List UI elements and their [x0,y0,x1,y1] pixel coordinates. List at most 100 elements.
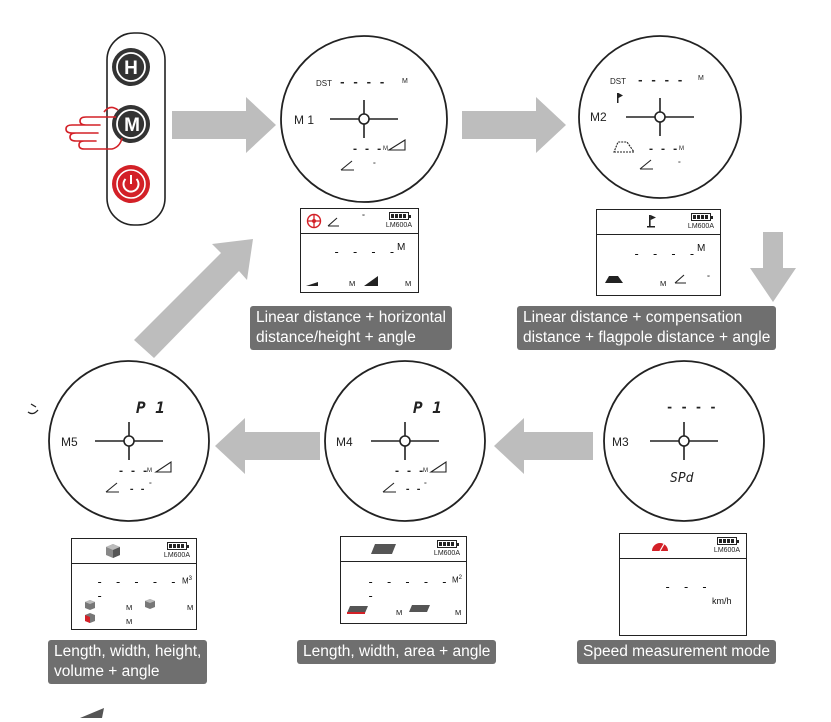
slope-icon [429,460,447,473]
mode-indicator: M5 [61,435,78,449]
arrow-right-1 [172,97,276,153]
area-icon [371,544,396,554]
length-unit: M [396,608,403,617]
m-button-label: M [124,115,140,136]
distance-readout: - - - - [333,245,398,259]
distance-unit: M [397,242,406,253]
angle-icon [327,217,339,227]
compensation-unit: M [660,279,667,288]
pin-indicator: P 1 [136,398,165,417]
caption-mode-4: Length, width, area + angle [297,640,497,664]
area-unit: M2 [452,575,463,585]
distance-unit: M [698,75,704,82]
lcd-screen-3: LM600A - - - km/h [619,533,747,636]
cube-height-icon [85,613,95,623]
h-button-label: H [124,58,138,79]
slope-icon [387,139,406,151]
angle-icon [382,482,396,493]
distance-readout: - - - - [633,247,698,261]
battery-icon [389,212,411,220]
angle-icon [639,159,653,170]
crosshair-icon [626,98,694,136]
width-icon [409,605,430,612]
speed-readout: - - - - [666,400,717,414]
angle-icon [674,274,686,284]
footer-mark [80,708,104,718]
crosshair-icon [650,422,718,460]
edge-mark [27,403,39,415]
crosshair-icon [371,422,439,460]
model-label: LM600A [385,222,412,229]
lcd-header: LM600A [72,539,196,564]
m-button[interactable]: M [112,105,150,143]
caption-line: distance/height + angle [256,329,416,346]
mode-indicator: M 1 [294,113,314,127]
caption-line: Linear distance + compensation [523,309,743,326]
degree-sign: ° [149,481,152,489]
target-icon [306,213,322,229]
viewfinder-m4: P 1 M4 - - - M - - ° [324,360,486,522]
slope-icon [154,460,172,473]
speed-mode-text: SPd [670,471,694,486]
caption-line: volume + angle [54,663,160,680]
cube-icon [106,544,120,558]
caption-mode-3: Speed measurement mode [577,640,776,664]
model-label: LM600A [687,223,714,230]
cube-width-icon [145,599,155,609]
distance-readout: - - - - [637,74,683,87]
model-label: LM600A [713,547,740,554]
compensation-icon [605,276,623,283]
lcd-screen-2: LM600A - - - - M M ° [596,209,721,296]
power-button[interactable] [112,165,150,203]
height-unit: M [126,617,133,626]
degree-sign: ° [424,481,427,489]
height-unit: M [383,146,388,152]
viewfinder-m5: P 1 M5 - - - M - - ° [48,360,210,522]
compensation-unit: M [679,146,684,152]
battery-icon [167,542,189,550]
mode-indicator: M4 [336,435,353,449]
caption-mode-2: Linear distance + compensation distance … [517,306,777,350]
lcd-screen-4: LM600A - - - - - - M2 M M [340,536,467,624]
lcd-header: ° LM600A [301,209,418,234]
length-unit: M [147,468,152,474]
cube-length-icon [85,600,95,610]
width-unit: M [455,608,462,617]
height-icon [364,276,378,286]
pointing-hand-icon [65,106,123,150]
distance-readout: - - - - [339,76,385,89]
lcd-header: LM600A [620,534,746,559]
height-readout: - - - [352,144,382,155]
lcd-header: LM600A [597,210,720,235]
pin-indicator: P 1 [413,398,442,417]
angle-icon [340,160,354,171]
length-readout: - - - [118,466,148,477]
battery-icon [437,540,459,548]
dst-label: DST [316,79,332,88]
flow-arrows [134,97,796,474]
mode-indicator: M2 [590,110,607,124]
mode-indicator: M3 [612,435,629,449]
speed-readout: - - - [664,580,711,594]
degree-sign: ° [678,160,681,168]
dst-label: DST [610,77,626,86]
speedometer-icon [652,543,668,552]
h-button[interactable]: H [112,48,150,86]
flag-icon [647,215,656,228]
battery-icon [691,213,713,221]
arrow-diag-up [134,239,253,358]
length-readout: - - - [394,466,424,477]
caption-mode-1: Linear distance + horizontal distance/he… [250,306,452,350]
viewfinder-m1: DST - - - - M M 1 - - - M ° [280,35,448,203]
compensation-readout: - - - [648,144,678,155]
lcd-screen-5: LM600A - - - - - - M3 M M M [71,538,197,630]
compensation-icon [613,141,636,153]
horizontal-unit: M [349,279,356,288]
caption-line: Length, width, height, [54,643,202,660]
caption-mode-5: Length, width, height, volume + angle [48,640,208,684]
crosshair-icon [330,100,398,138]
degree-sign: ° [362,212,365,221]
arrow-right-2 [462,97,566,153]
lcd-header: LM600A [341,537,466,562]
